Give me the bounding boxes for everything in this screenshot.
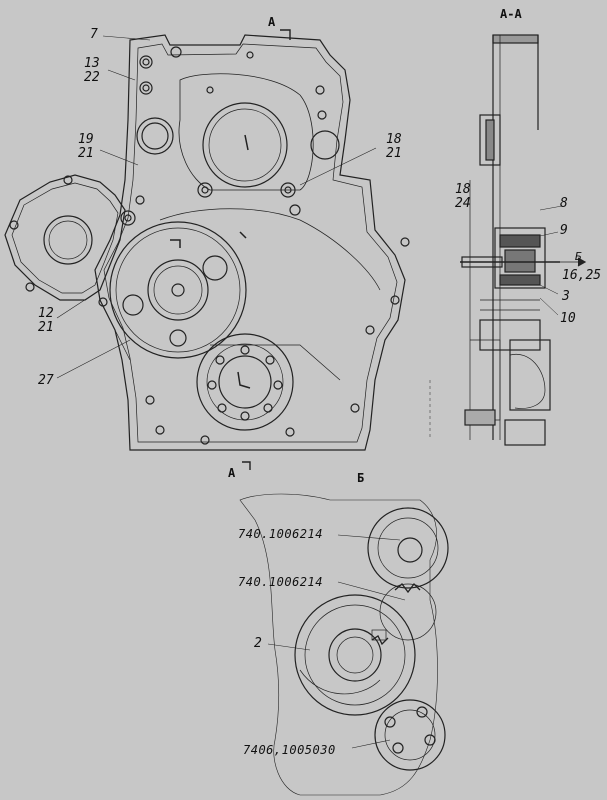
callout-21b: 21 <box>386 146 402 161</box>
callout-24: 24 <box>455 196 471 211</box>
callout-16-25: 16,25 <box>562 268 602 283</box>
callout-8: 8 <box>560 196 568 211</box>
callout-22: 22 <box>84 70 100 85</box>
part-number-3: 7406,1005030 <box>243 743 336 757</box>
left-accessory-cover <box>4 174 126 301</box>
callout-13: 13 <box>84 56 100 71</box>
lower-gear <box>196 333 294 431</box>
perimeter-bolts <box>98 195 410 445</box>
callout-7: 7 <box>90 27 98 42</box>
callout-18b: 18 <box>455 182 471 197</box>
detail-view-b <box>239 493 449 796</box>
part-number-2: 740.1006214 <box>238 575 323 589</box>
leader-lines <box>56 35 377 379</box>
crank-gear <box>109 221 247 359</box>
view-arrow-label: Б <box>575 250 582 263</box>
callout-2: 2 <box>254 636 262 651</box>
section-label: А-А <box>500 7 522 21</box>
callout-10: 10 <box>560 311 576 326</box>
callout-9: 9 <box>560 223 568 238</box>
callout-18a: 18 <box>386 132 402 147</box>
timing-cover-outline <box>94 34 406 451</box>
section-mark-top: А <box>268 15 276 29</box>
section-a-a <box>429 34 587 446</box>
callout-3: 3 <box>562 289 570 304</box>
callout-21a: 21 <box>78 146 94 161</box>
section-mark-bottom: А <box>228 466 236 480</box>
callout-19: 19 <box>78 132 94 147</box>
upper-bores <box>120 46 340 226</box>
callout-12: 12 <box>38 306 54 321</box>
view-label: Б <box>357 471 365 485</box>
callout-21c: 21 <box>38 320 54 335</box>
part-number-1: 740.1006214 <box>238 527 323 541</box>
callout-27: 27 <box>38 373 54 388</box>
